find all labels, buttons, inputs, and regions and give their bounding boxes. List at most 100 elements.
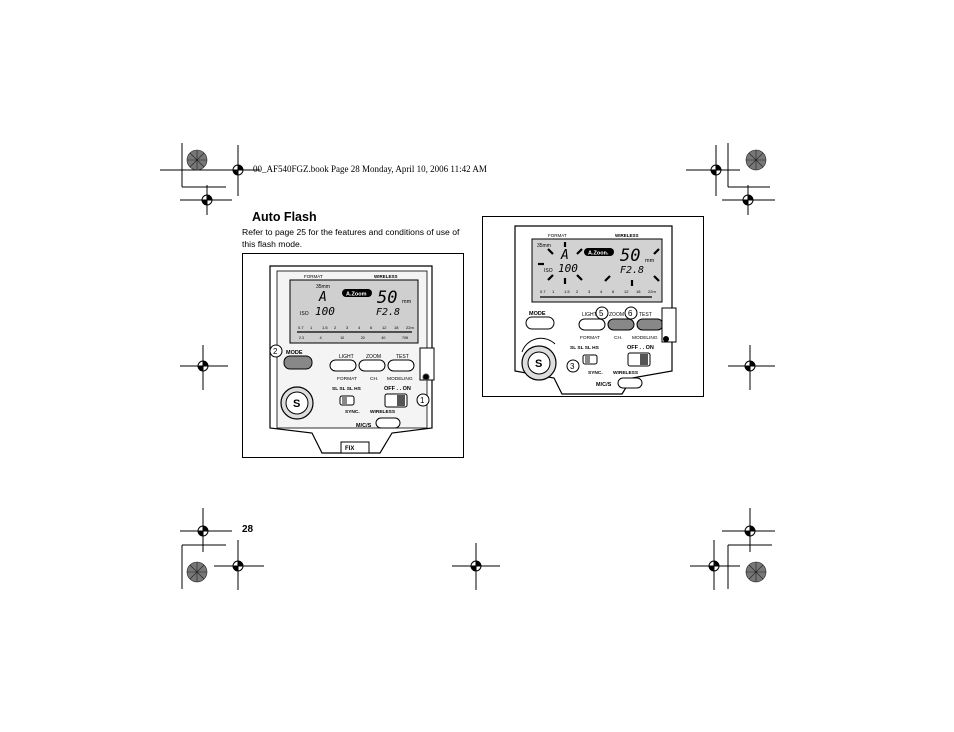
scale-tick-label: 4 (600, 289, 603, 294)
modeling-label: MODELING (632, 335, 658, 341)
scale-tick-label: 70ft (402, 336, 408, 340)
scale-tick-label: 1.5 (322, 325, 328, 330)
lcd-mode-letter: A (560, 248, 569, 263)
lcd-mode-letter: A (318, 290, 327, 305)
section-title: Auto Flash (252, 210, 317, 224)
scale-tick-label: 4 (320, 336, 322, 340)
scale-tick-label: 6 (612, 289, 615, 294)
intro-text: Refer to page 25 for the features and co… (242, 227, 460, 249)
lcd-fstop: F2.8 (620, 265, 644, 276)
mcs-label: M/C/S (596, 382, 612, 388)
scale-tick-label: 12 (624, 289, 629, 294)
callout-2 (269, 344, 283, 358)
lcd-azoom: A.Zoom (588, 251, 609, 257)
light-button[interactable] (578, 318, 606, 331)
scale-tick-label: 22m (406, 325, 414, 330)
scale-tick-label: 6 (370, 325, 373, 330)
test-button[interactable] (387, 359, 415, 372)
sync-label: SYNC. (588, 370, 603, 376)
lcd-focal-big: 50 (620, 246, 640, 266)
wireless-top-label: WIRELESS (615, 233, 639, 238)
fix-label: FIX (345, 446, 354, 452)
callout-3-label: 3 (570, 362, 575, 371)
lcd-iso-value: 100 (558, 262, 578, 275)
off-on-label: OFF . . ON (384, 386, 411, 392)
test-label: TEST (396, 354, 409, 360)
scale-tick-label: 2 (576, 289, 579, 294)
lcd-fstop: F2.8 (376, 307, 400, 318)
ch-label: CH. (370, 376, 378, 382)
lcd-focal-big: 50 (377, 288, 397, 308)
mode-button[interactable] (283, 355, 313, 370)
scale-tick-label: 18 (394, 325, 399, 330)
sync-row-label: SL SL SL HS (332, 386, 362, 392)
lcd-azoom: A.Zoom (346, 292, 367, 298)
lcd-distance-scale: 0.7 1 1.5 2 3 4 6 12 18 22m (298, 325, 414, 330)
mode-button[interactable] (525, 316, 555, 330)
dial-label: S (293, 398, 300, 410)
zoom-button[interactable] (607, 318, 635, 331)
scale-tick-label: 1 (310, 325, 313, 330)
blink-indicators (538, 242, 660, 286)
lcd-iso-value: 100 (315, 305, 335, 318)
modeling-label: MODELING (387, 376, 413, 382)
format-top-label: FORMAT (548, 233, 567, 238)
light-button[interactable] (329, 359, 357, 372)
scale-tick-label: 10 (340, 336, 344, 340)
mcs-label: M/C/S (356, 423, 372, 429)
flash-panel-figure-left: FORMAT WIRELESS 35mm A A.Zoom 50 mm ISO … (242, 253, 464, 458)
mode-button-label: MODE (286, 350, 303, 356)
lcd-iso-label: ISO (300, 311, 309, 317)
page-number: 28 (242, 524, 254, 535)
wireless-label: WIRELESS (370, 409, 396, 415)
flash-panel-figure-right: FORMAT WIRELESS 35mm A A.Zoom 50 mm ISO … (482, 216, 704, 397)
scale-tick-label: 0.7 (298, 325, 304, 330)
scale-tick-label: 4 (358, 325, 361, 330)
callout-5-label: 5 (599, 309, 604, 318)
sync-label: SYNC. (345, 409, 360, 415)
zoom-button[interactable] (358, 359, 386, 372)
callout-5 (595, 306, 609, 320)
fix-lock[interactable] (340, 441, 370, 454)
callout-2-label: 2 (273, 347, 278, 356)
sync-row-label: SL SL SL HS (570, 345, 600, 351)
test-button[interactable] (636, 318, 664, 331)
scale-tick-label: 22m (648, 289, 656, 294)
wireless-label: WIRELESS (613, 370, 639, 376)
lcd-focal-small: 35mm (316, 284, 330, 290)
test-label: TEST (639, 312, 652, 318)
dial-label: S (535, 358, 542, 370)
side-connector (661, 307, 677, 343)
rotation-arrow (521, 337, 556, 353)
lcd-focal-small: 35mm (537, 243, 551, 249)
zoom-label: ZOOM (609, 312, 624, 318)
wireless-top-label: WIRELESS (374, 274, 398, 279)
format-top-label: FORMAT (304, 274, 323, 279)
scale-tick-label: 2 (334, 325, 337, 330)
scale-tick-label: 18 (636, 289, 641, 294)
format-label: FORMAT (580, 335, 600, 341)
scale-tick-label: 1 (552, 289, 555, 294)
callout-6-label: 6 (628, 309, 633, 318)
file-header: 00_AF540FGZ.book Page 28 Monday, April 1… (253, 164, 487, 174)
mcs-button[interactable] (617, 377, 643, 389)
scale-tick-label: 20 (361, 336, 365, 340)
format-label: FORMAT (337, 376, 357, 382)
callout-1-label: 1 (420, 396, 425, 405)
ch-label: CH. (614, 335, 622, 341)
lcd-distance-scale-ft: 2.3 4 10 20 40 70ft (299, 336, 408, 340)
zoom-label: ZOOM (366, 354, 381, 360)
scale-tick-label: 2.3 (299, 336, 304, 340)
lcd-iso-label: ISO (544, 268, 553, 274)
scale-tick-label: 3 (346, 325, 349, 330)
mcs-button[interactable] (375, 417, 401, 429)
scale-tick-label: 1.5 (564, 289, 570, 294)
scale-tick-label: 12 (382, 325, 387, 330)
scale-tick-label: 3 (588, 289, 591, 294)
callout-1 (416, 393, 430, 407)
off-on-label: OFF . . ON (627, 345, 654, 351)
mode-button-label: MODE (529, 311, 546, 317)
scale-tick-label: 40 (381, 336, 385, 340)
lcd-focal-unit: mm (402, 299, 412, 305)
